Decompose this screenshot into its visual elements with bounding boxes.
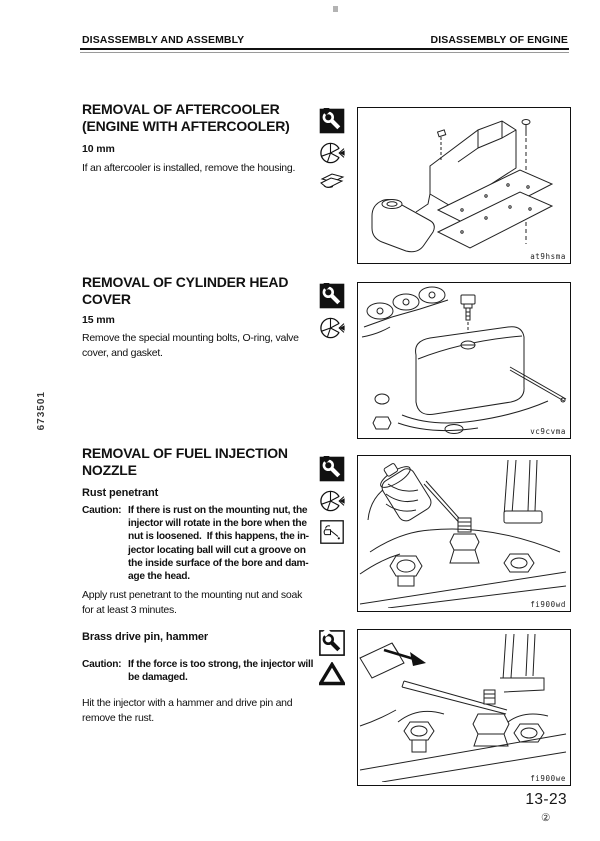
figure-code: fi900wd [530, 600, 566, 609]
body-aftercooler: If an aftercooler is installed, remove t… [82, 162, 296, 174]
page-number: 13-23 [525, 791, 567, 808]
tool-size-cylinder-head-cover: 15 mm [82, 314, 115, 326]
caution-block-force: Caution: If the force is too strong, the… [82, 658, 313, 684]
body-rust-penetrant: Apply rust penetrant to the mounting nut… [82, 589, 303, 616]
figure-code: vc9cvma [530, 427, 566, 436]
caution-text: If there is rust on the mounting nut, th… [128, 505, 309, 583]
fan-segments-icon [320, 317, 345, 339]
document-code: 673501 [36, 391, 47, 431]
caution-text: If the force is too strong, the injector… [128, 659, 314, 684]
fan-segments-icon [320, 142, 345, 164]
symbol-column-cylinder-head-cover [318, 283, 346, 341]
wrench-icon [319, 283, 345, 309]
symbol-column-brass-drive-pin [318, 630, 346, 686]
symbol-column-aftercooler [318, 108, 346, 190]
figure-brass-drive-pin: fi900we [357, 629, 571, 786]
wrench-icon [319, 630, 345, 656]
spray-can-drawing [359, 459, 567, 608]
figure-cylinder-head-cover: vc9cvma [357, 282, 571, 439]
tool-size-aftercooler: 10 mm [82, 143, 115, 155]
wrench-icon [319, 108, 345, 134]
wrench-icon [319, 456, 345, 482]
header-rule-shadow [80, 52, 569, 54]
figure-rust-penetrant: fi900wd [357, 455, 571, 612]
figure-code: fi900we [530, 774, 566, 783]
body-brass-drive-pin: Hit the injector with a hammer and drive… [82, 697, 293, 724]
symbol-column-fuel-injection [318, 456, 346, 544]
section-title-cylinder-head-cover: REMOVAL OF CYLINDER HEAD COVER [82, 274, 289, 307]
body-cylinder-head-cover: Remove the special mounting bolts, O-rin… [82, 332, 299, 359]
aftercooler-drawing [371, 119, 554, 253]
header-rule [80, 48, 569, 51]
section-title-fuel-injection-nozzle: REMOVAL OF FUEL INJECTION NOZZLE [82, 445, 288, 478]
header-left-title: DISASSEMBLY AND ASSEMBLY [82, 34, 245, 46]
oil-can-icon [320, 520, 344, 544]
subheading-brass-drive-pin: Brass drive pin, hammer [82, 631, 209, 643]
subheading-rust-penetrant: Rust penetrant [82, 487, 159, 499]
print-registration-mark [333, 6, 338, 12]
fan-segments-icon [320, 490, 345, 512]
warning-triangle-icon [319, 662, 345, 686]
figure-aftercooler: at9hsma [357, 107, 571, 264]
hammer-drive-pin-drawing [359, 633, 567, 782]
figure-code: at9hsma [530, 252, 566, 261]
revision-mark: ② [541, 812, 551, 824]
header-right-title: DISASSEMBLY OF ENGINE [430, 34, 568, 46]
gasket-icon [320, 173, 345, 188]
section-title-aftercooler: REMOVAL OF AFTERCOOLER (ENGINE WITH AFTE… [82, 101, 290, 134]
caution-label: Caution: [82, 659, 122, 670]
caution-label: Caution: [82, 505, 122, 516]
caution-block-rust: Caution: If there is rust on the mountin… [82, 504, 309, 583]
cylinder-head-cover-drawing [361, 286, 567, 434]
